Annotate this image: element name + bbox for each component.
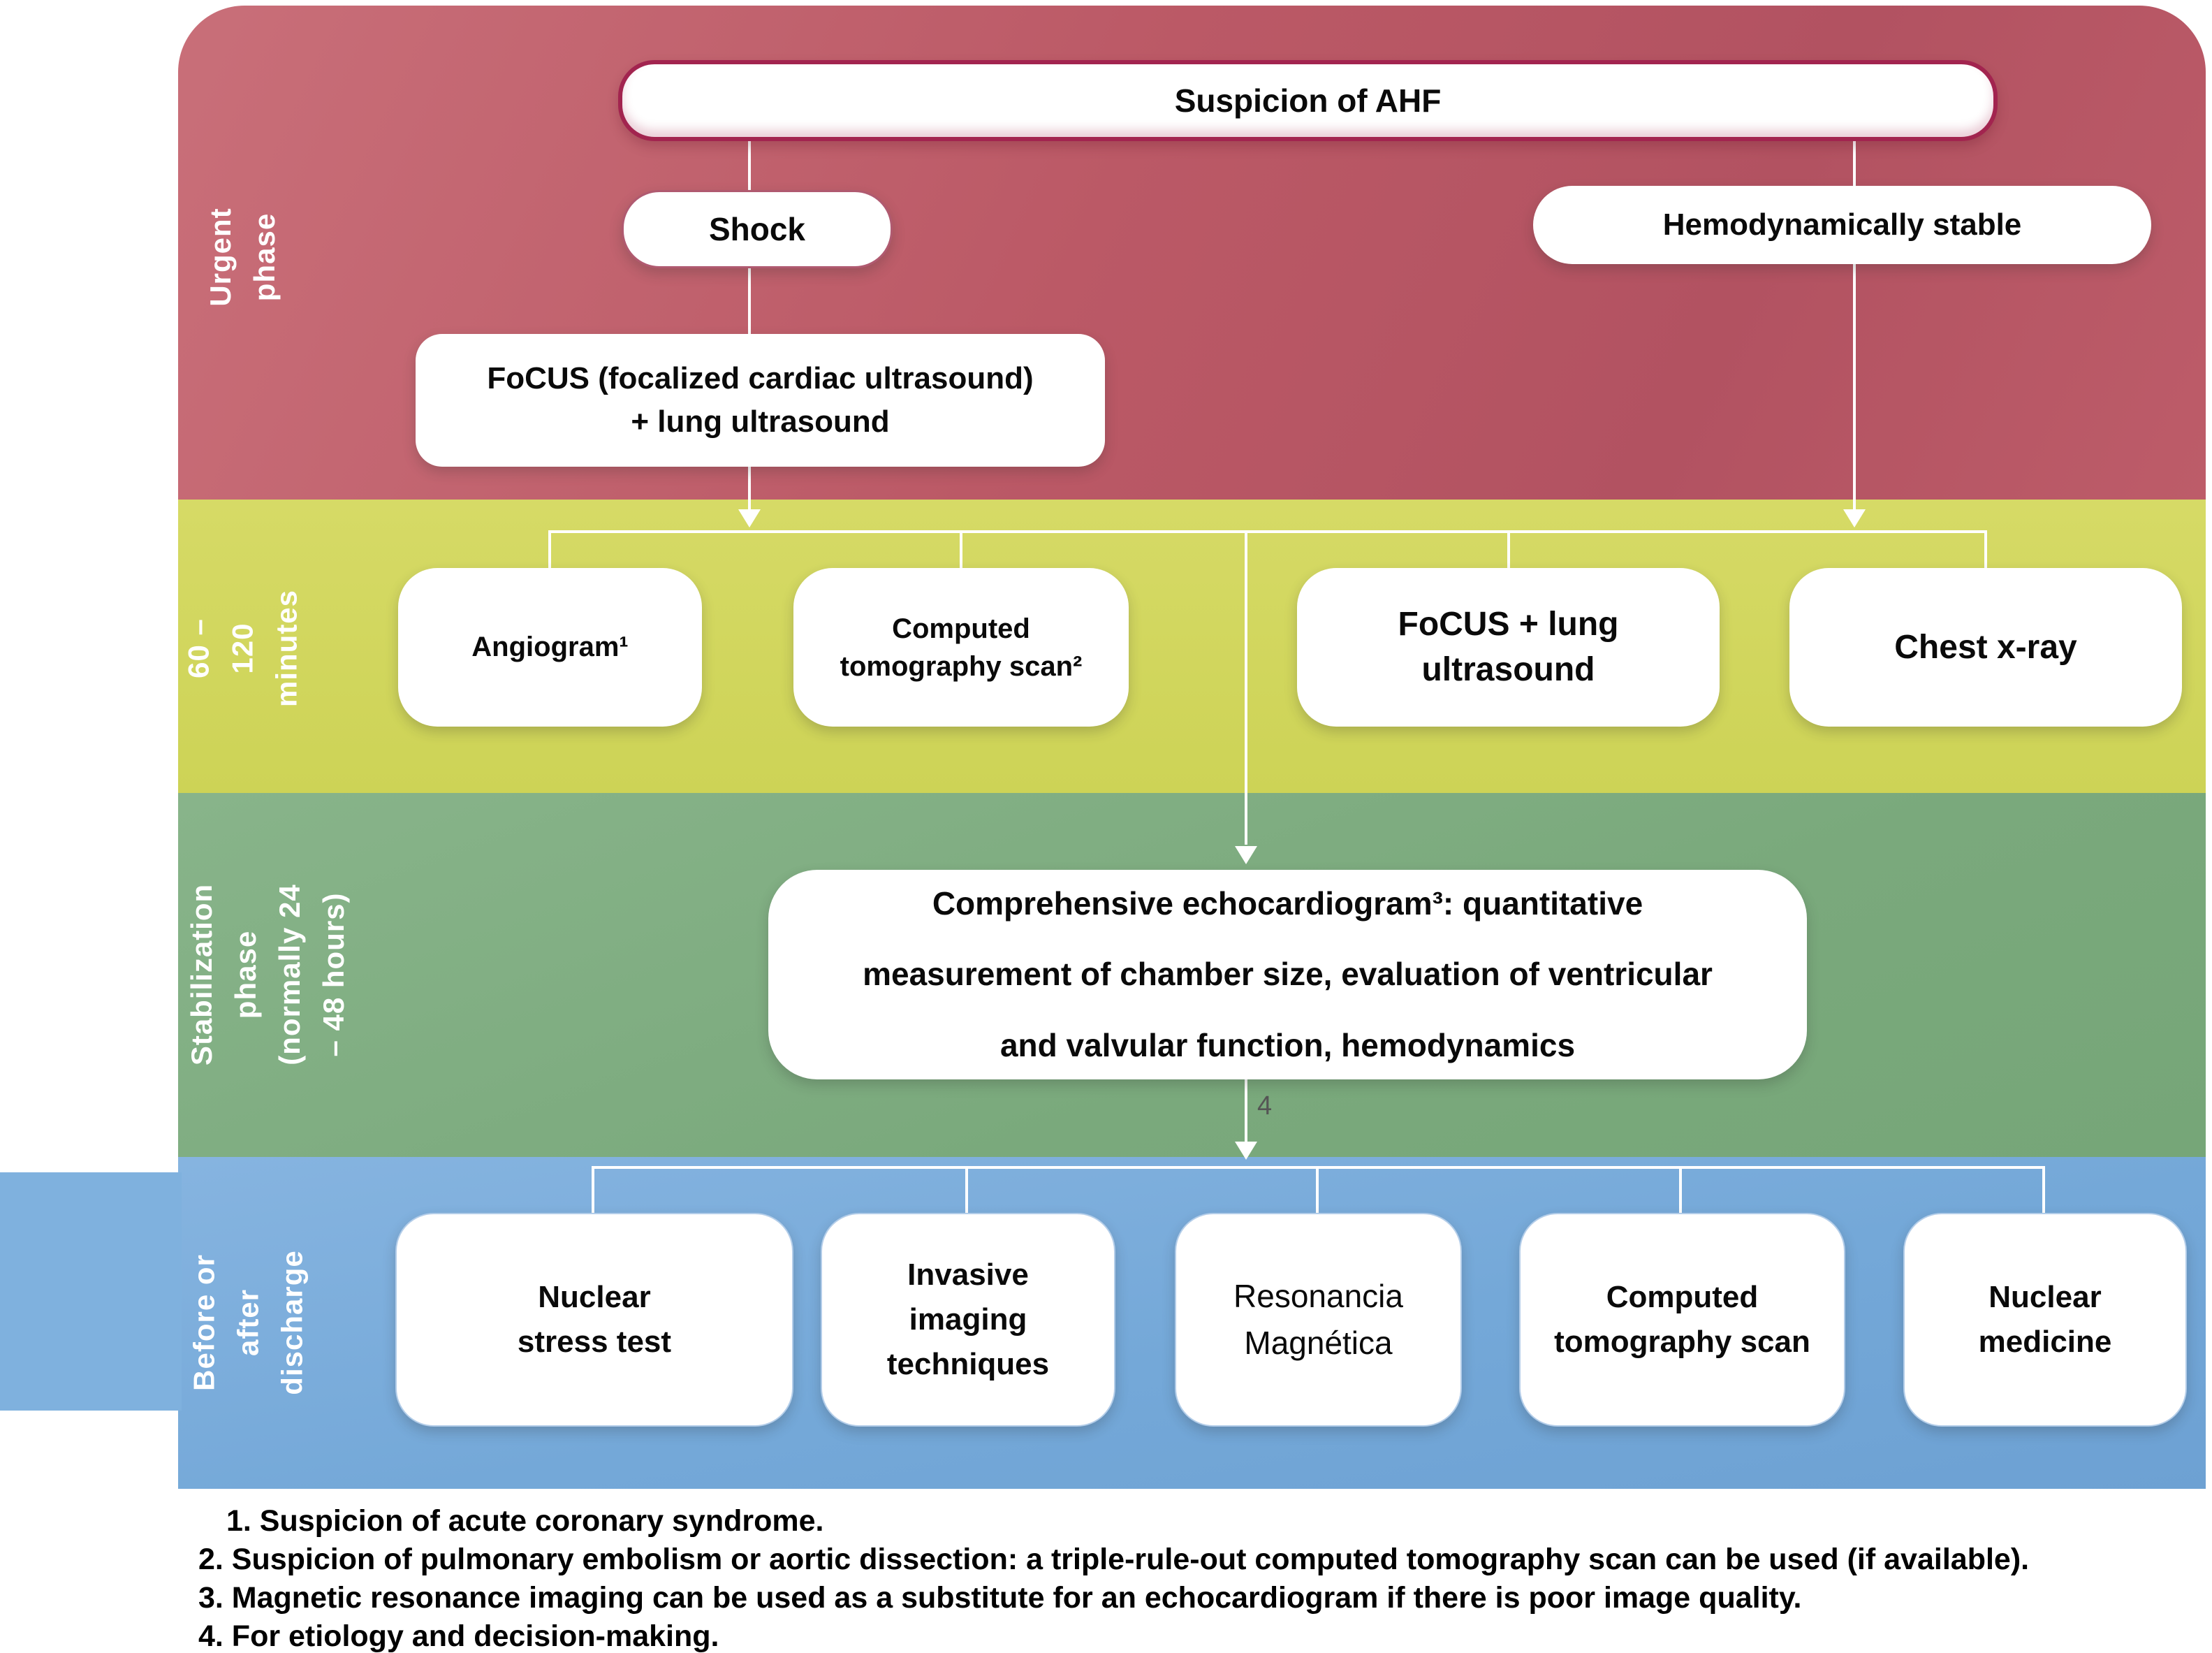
- connector-line: [1245, 1079, 1247, 1142]
- connector-line: [550, 530, 1986, 533]
- node-nuclear-stress-test: Nuclear stress test: [395, 1213, 793, 1427]
- node-focus-lung-ultrasound-urgent: FoCUS (focalized cardiac ultrasound) + l…: [416, 334, 1105, 467]
- connector-line: [2042, 1166, 2045, 1213]
- node-comprehensive-echocardiogram: Comprehensive echocardiogram³: quantitat…: [768, 870, 1807, 1079]
- arrow-down-icon: [1235, 1142, 1257, 1160]
- node-angiogram: Angiogram¹: [398, 568, 702, 727]
- node-invasive-imaging-techniques: Invasive imaging techniques: [821, 1213, 1115, 1427]
- connector-line: [1316, 1166, 1319, 1213]
- node-hemodynamically-stable: Hemodynamically stable: [1533, 186, 2151, 264]
- footnote-1: 1. Suspicion of acute coronary syndrome.: [226, 1504, 824, 1538]
- connector-line: [960, 530, 962, 568]
- connector-line: [592, 1166, 594, 1213]
- node-chest-x-ray: Chest x-ray: [1789, 568, 2182, 727]
- arrow-down-icon: [738, 509, 761, 527]
- footnote-2: 2. Suspicion of pulmonary embolism or ao…: [198, 1543, 2030, 1576]
- footnote-3: 3. Magnetic resonance imaging can be use…: [198, 1581, 1802, 1615]
- connector-line: [548, 530, 551, 568]
- node-computed-tomography-scan: Computed tomography scan²: [793, 568, 1129, 727]
- footnotes: 1. Suspicion of acute coronary syndrome.…: [198, 1502, 2189, 1653]
- connector-line: [1679, 1166, 1682, 1213]
- connector-line: [1853, 133, 1856, 186]
- connector-line: [748, 467, 751, 511]
- connector-line: [1245, 530, 1247, 845]
- connector-line: [1984, 530, 1987, 568]
- node-resonancia-magnetica: Resonancia Magnética: [1175, 1213, 1462, 1427]
- node-nuclear-medicine: Nuclear medicine: [1903, 1213, 2187, 1427]
- node-shock: Shock: [622, 190, 893, 268]
- node-suspicion-of-ahf: Suspicion of AHF: [618, 60, 1998, 141]
- connector-line: [1853, 264, 1856, 509]
- discharge-band-left-extension: [0, 1172, 182, 1411]
- node-computed-tomography-scan-discharge: Computed tomography scan: [1519, 1213, 1845, 1427]
- arrow-down-icon: [1843, 509, 1866, 527]
- connector-line: [748, 264, 751, 334]
- connector-line: [748, 133, 751, 190]
- arrow-down-icon: [1235, 846, 1257, 864]
- connector-line: [965, 1166, 968, 1213]
- node-focus-lung-ultrasound: FoCUS + lung ultrasound: [1297, 568, 1720, 727]
- connector-line: [1507, 530, 1510, 568]
- footnote-4: 4. For etiology and decision-making.: [198, 1619, 719, 1653]
- footnote-marker-4: 4: [1257, 1091, 1273, 1121]
